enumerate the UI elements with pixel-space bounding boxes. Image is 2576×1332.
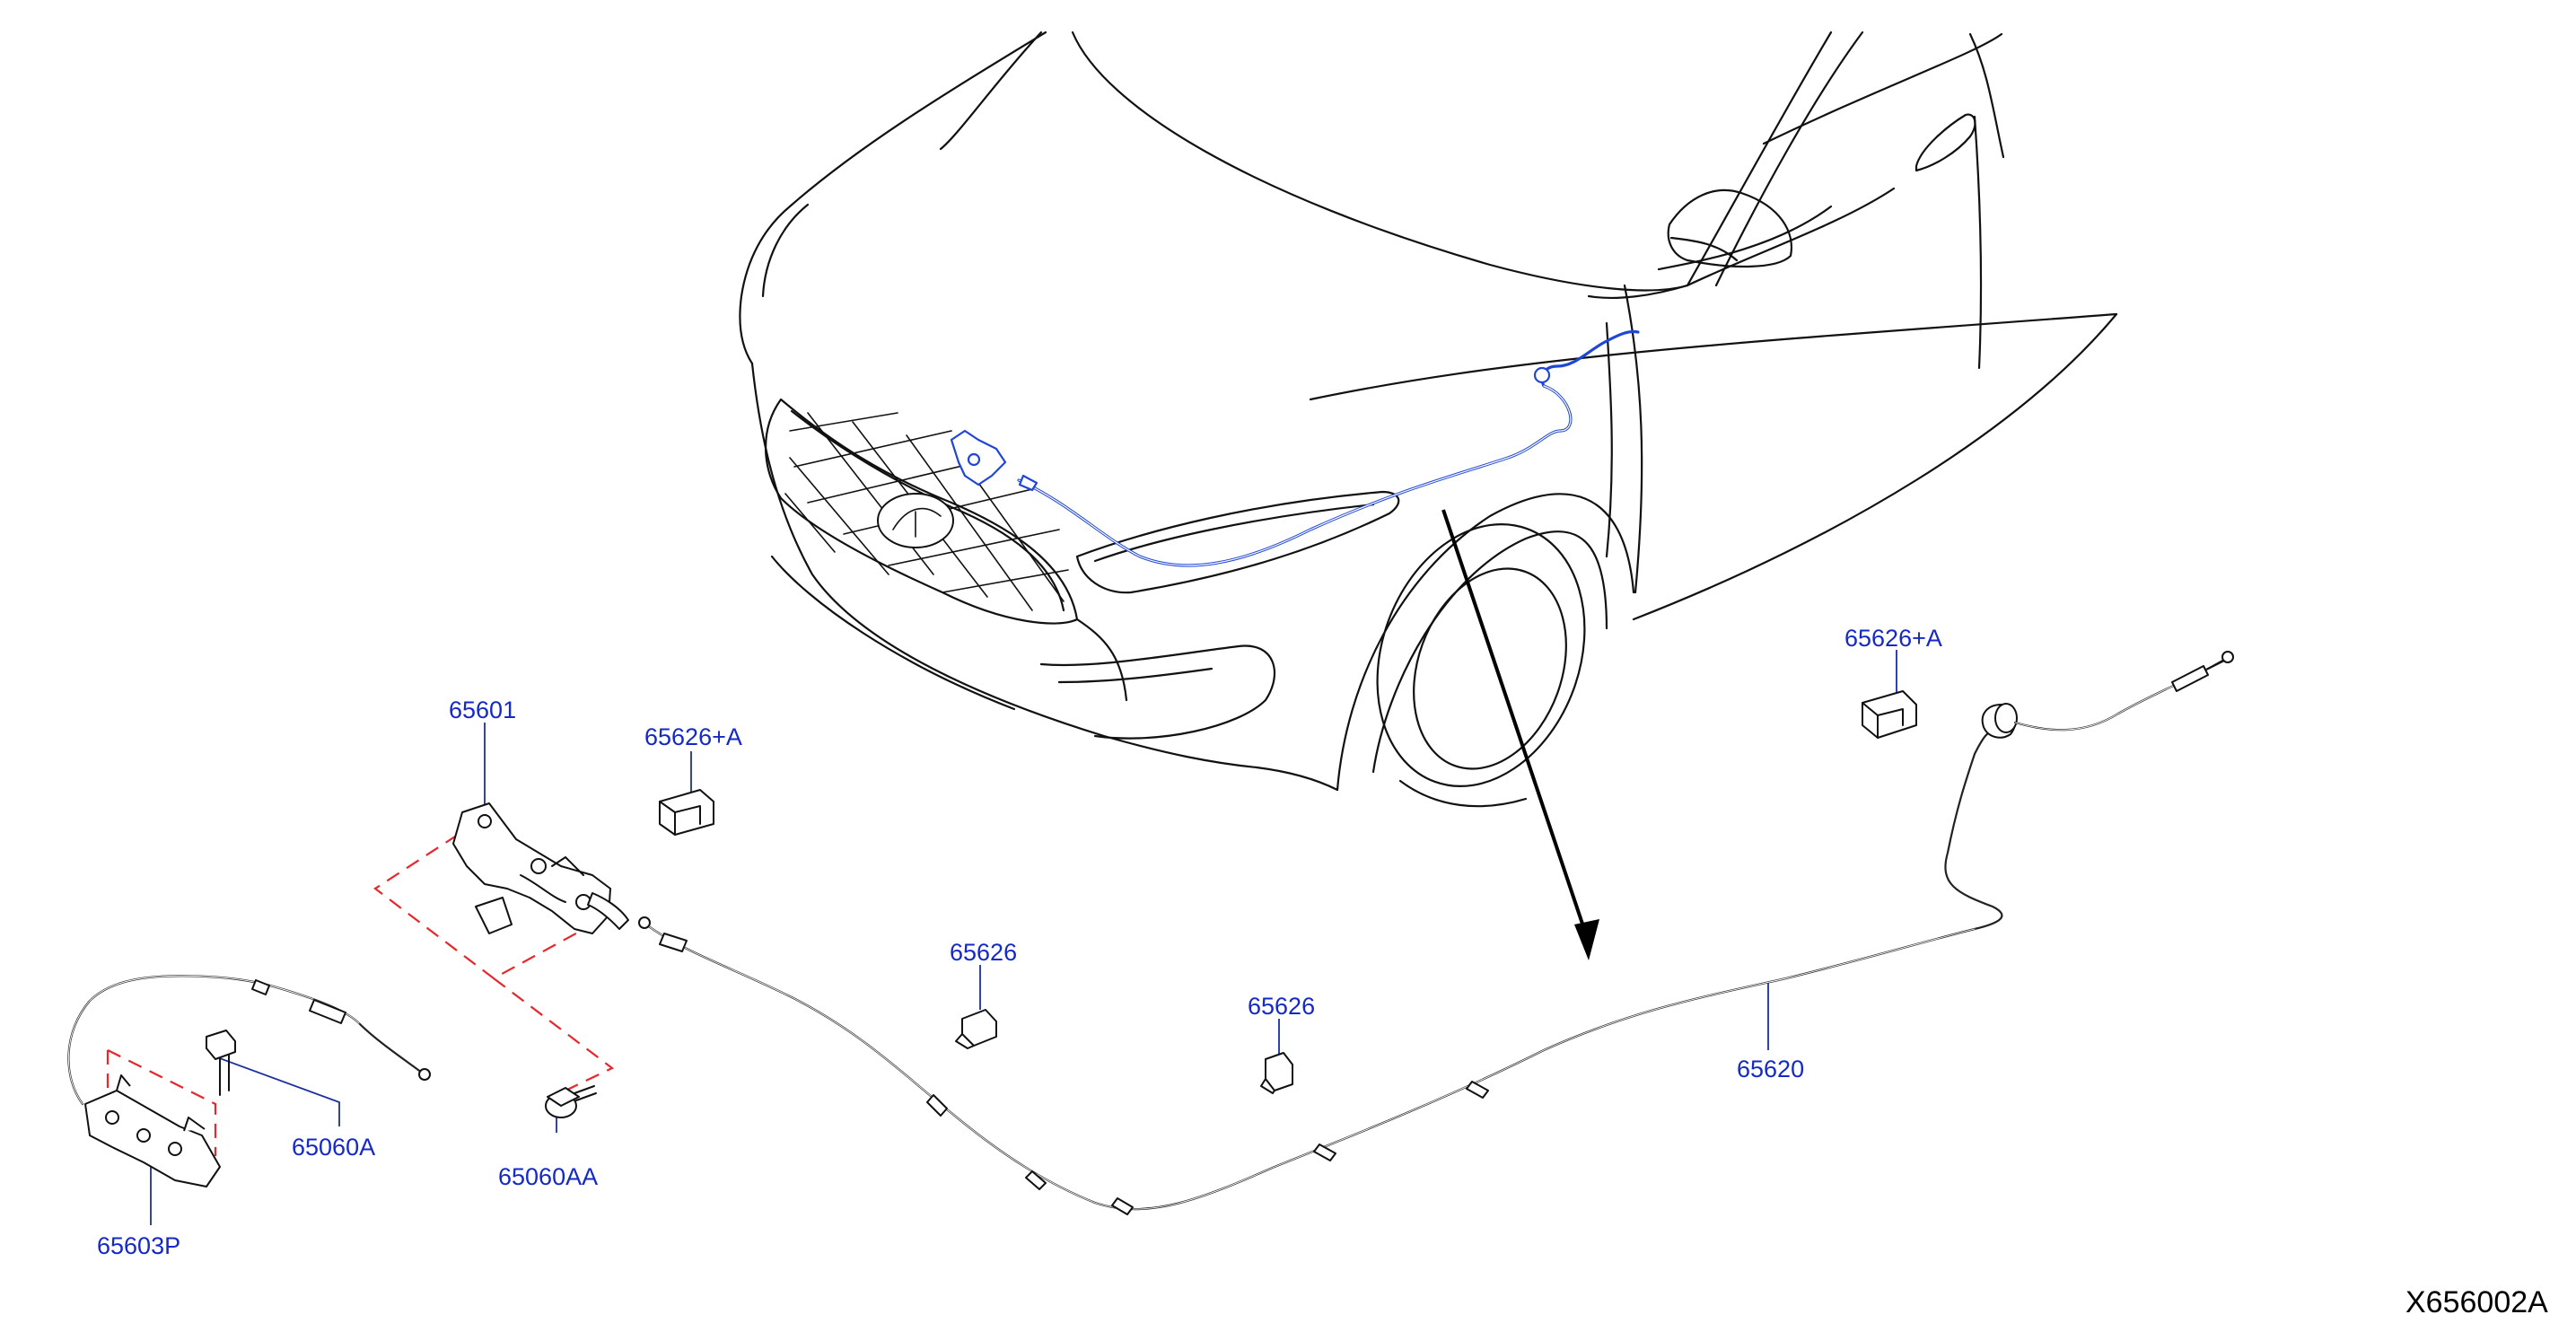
bolt-65060a — [206, 1030, 236, 1096]
clip-65626-left — [955, 1009, 997, 1049]
dashed-assembly-guides — [106, 834, 615, 1156]
label-65626-left: 65626 — [950, 939, 1017, 966]
bolt-65060aa — [545, 1085, 597, 1118]
label-65626a-left: 65626+A — [644, 723, 742, 750]
clip-65626a-left — [659, 789, 714, 836]
label-65060a: 65060A — [292, 1134, 375, 1161]
grommet-on-car-icon — [1533, 366, 1551, 384]
direction-arrow-icon — [1441, 509, 1599, 960]
label-65060aa: 65060AA — [498, 1163, 598, 1190]
leader-lines — [150, 650, 1897, 1225]
clip-65626a-right — [1862, 690, 1917, 739]
hood-latch-part — [452, 802, 629, 934]
label-65601: 65601 — [449, 697, 516, 723]
release-cable-65620 — [638, 651, 2234, 1215]
label-65626a-right: 65626+A — [1844, 625, 1942, 652]
routed-cable-highlight — [950, 329, 1640, 567]
car-outline — [739, 31, 2118, 808]
diagram-reference-code: X656002A — [2405, 1285, 2548, 1319]
label-65603p: 65603P — [97, 1232, 180, 1259]
label-65620: 65620 — [1737, 1056, 1804, 1082]
clip-65626-right — [1260, 1052, 1293, 1094]
bracket-65603p — [84, 1074, 221, 1187]
secondary-cable-assembly — [67, 975, 431, 1106]
label-65626-right: 65626 — [1248, 993, 1315, 1020]
part-labels: 65601 65626+A 65626+A 65626 65626 65620 … — [97, 625, 1942, 1259]
